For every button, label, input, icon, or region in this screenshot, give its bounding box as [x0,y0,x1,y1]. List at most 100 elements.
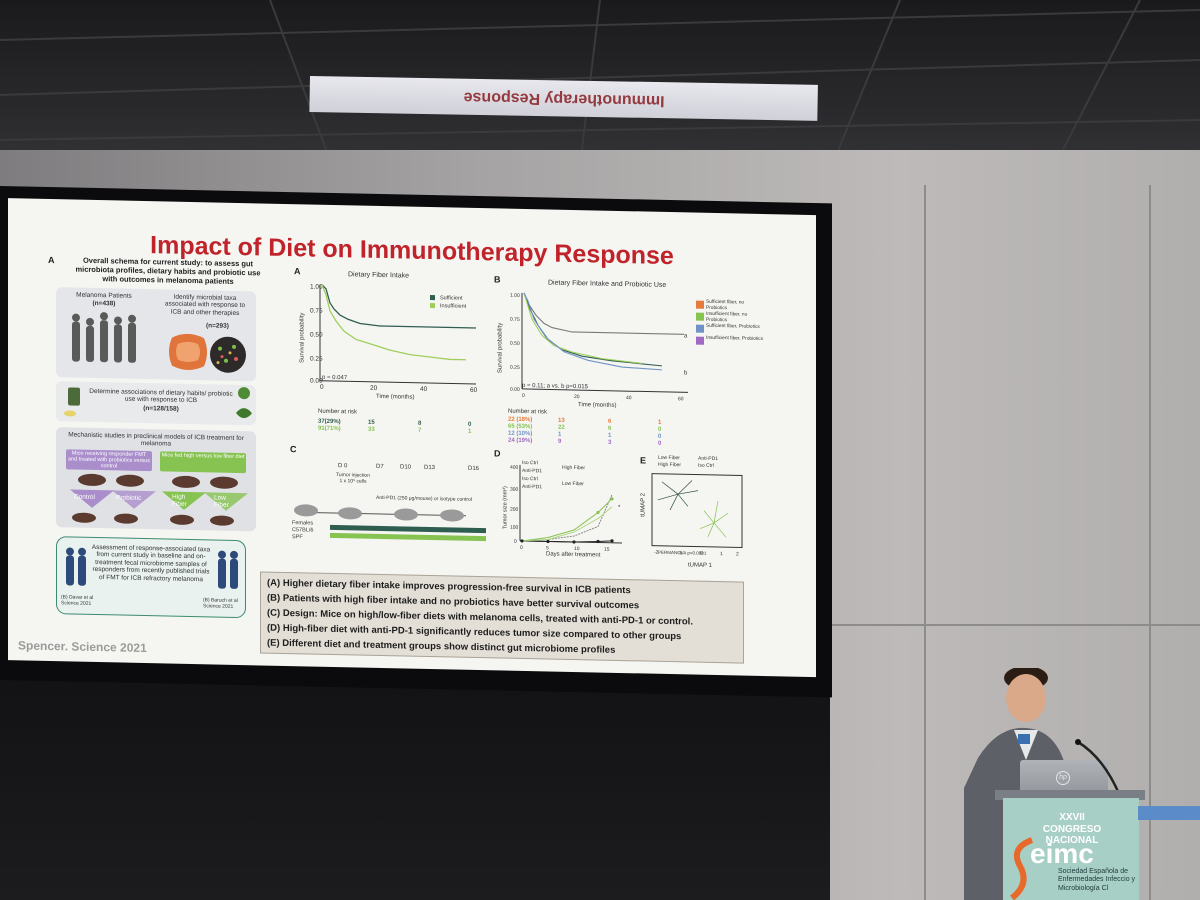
panel-a-title: Dietary Fiber Intake [348,271,410,280]
mice-fiber-tag: Mice fed high versus low fiber diet [160,451,246,474]
panel-b-ylabel: Survival probability [497,322,504,374]
svg-text:100: 100 [510,525,519,531]
svg-text:5: 5 [546,545,549,551]
svg-text:0: 0 [520,545,523,551]
svg-text:1.00: 1.00 [510,293,520,299]
schema-title: Overall schema for current study: to ass… [75,255,261,286]
panel-c-group-3: SPF [292,534,303,541]
panel-b-legend-1: Sufficient fiber, no Probiotics [706,299,745,311]
svg-text:1.00: 1.00 [310,283,323,290]
diet-label: Determine associations of dietary habits… [89,387,233,405]
svg-text:300: 300 [510,487,519,493]
risk-cell: 1 [608,432,612,439]
taxa-label: Identify microbial taxa associated with … [164,293,246,317]
panel-d-legend-1: Iso Ctrl [522,459,538,467]
svg-text:60: 60 [470,387,478,394]
podium-line-3: NACIONAL [1045,835,1099,846]
schema-patients-box: Melanoma Patients (n=438) Identify micro… [56,287,256,382]
panel-c-mice-timeline-icon [294,504,486,542]
high-fiber-label: High Fiber [172,493,187,509]
svg-text:2: 2 [736,551,739,557]
svg-text:15: 15 [604,547,610,553]
panel-d-xlabel: Days after treatment [546,551,601,559]
panel-c-group-2: C57BL/6 [292,527,314,534]
legend-swatch-1 [696,300,704,309]
svg-text:a: a [684,333,688,339]
stage-curtain [0,665,830,900]
panel-d-legend-4: Anti-PD1 [522,483,543,491]
schema-diet-box: Determine associations of dietary habits… [56,381,256,426]
panel-e-xlabel: tUMAP 1 [688,562,712,569]
podium-brand: eimc [1030,838,1094,869]
svg-text:b: b [684,370,688,376]
risk-cell: 13 [558,417,565,424]
risk-cell: 91(71%) [318,425,341,433]
panel-b-xlabel: Time (months) [578,402,617,409]
ceiling-grid [0,0,1200,176]
panel-b-pvalue: p = 0.11; a vs. b p=0.015 [522,382,588,391]
panel-b-at-risk-label: Number at risk [508,408,548,416]
svg-text:0: 0 [522,393,525,399]
panel-e-legend-high-fiber: High Fiber [658,461,682,469]
side-banner [1138,806,1200,820]
schema-mechanistic-box: Mechanistic studies in preclinical model… [56,427,256,532]
citation: Spencer. Science 2021 [18,638,147,656]
laptop-logo: hp [1056,771,1070,785]
timeline-day-label: D 0 [338,463,348,470]
svg-text:10: 10 [574,546,580,552]
svg-text:0: 0 [700,551,703,557]
risk-cell: 8 [418,420,422,427]
podium-society: Sociedad Española de Enfermedades Infecc… [1058,868,1136,892]
projection-screen: Impact of Diet on Immunotherapy Response… [0,186,832,698]
broccoli-icon [236,387,252,419]
podium-congress-text: XXVII CONGRESO NACIONAL [1010,812,1134,847]
schema-assessment-box: Assessment of response-associated taxa f… [56,536,246,619]
panel-d-letter: D [494,448,501,459]
legend-swatch-4 [696,336,704,345]
microbiome-dish-icon [210,336,246,373]
probiotic-label: Probiotic [116,494,142,502]
assessment-label: Assessment of response-associated taxa f… [91,543,211,584]
svg-text:0: 0 [514,539,517,545]
eimc-logo-swirl-icon [1010,837,1034,900]
summary-caption-box: (A) Higher dietary fiber intake improves… [260,571,744,664]
risk-cell: 24 (19%) [508,437,533,445]
risk-cell: 33 [368,426,375,433]
panel-a-legend-insufficient: Insufficient [440,303,467,310]
mice-fmt-tag: Mice receiving responder FMT and treated… [66,449,152,472]
panel-d-legend-2: Anti-PD1 [522,467,543,475]
svg-text:0.00: 0.00 [310,377,323,384]
panel-c-injection: Tumor injection 1 x 10⁵ cells [336,472,370,485]
panel-d-legend-3: Iso Ctrl [522,475,538,483]
podium-line-2: CONGRESO [1042,823,1102,835]
patients-n: (n=438) [92,299,116,308]
svg-text:*: * [618,505,621,511]
panel-b-letter: B [494,274,501,285]
risk-cell: 1 [468,428,472,435]
risk-cell: 6 [608,418,612,425]
panel-a-letter: A [294,266,301,277]
panel-e-legend-iso-ctrl: Iso Ctrl [698,462,714,469]
svg-text:1: 1 [720,551,723,557]
risk-cell: 0 [658,440,662,447]
risk-cell: 15 [368,419,375,426]
panel-a-pvalue: p = 0.047 [322,374,348,382]
panel-e-ylabel: tUMAP 2 [640,492,647,517]
panel-c-letter: C [290,444,297,455]
svg-text:0.25: 0.25 [310,355,323,362]
panel-e-stat: PERMANOVA p<0.0001 [658,549,707,556]
timeline-day-label: D16 [468,465,480,473]
risk-cell: 1 [558,431,562,438]
svg-text:0.00: 0.00 [510,387,520,393]
svg-text:0.25: 0.25 [510,365,520,371]
timeline-day-label: D7 [376,463,384,471]
panel-a-ylabel: Survival probability [299,312,306,364]
risk-cell: 0 [658,426,662,433]
schema-letter: A [48,255,55,266]
